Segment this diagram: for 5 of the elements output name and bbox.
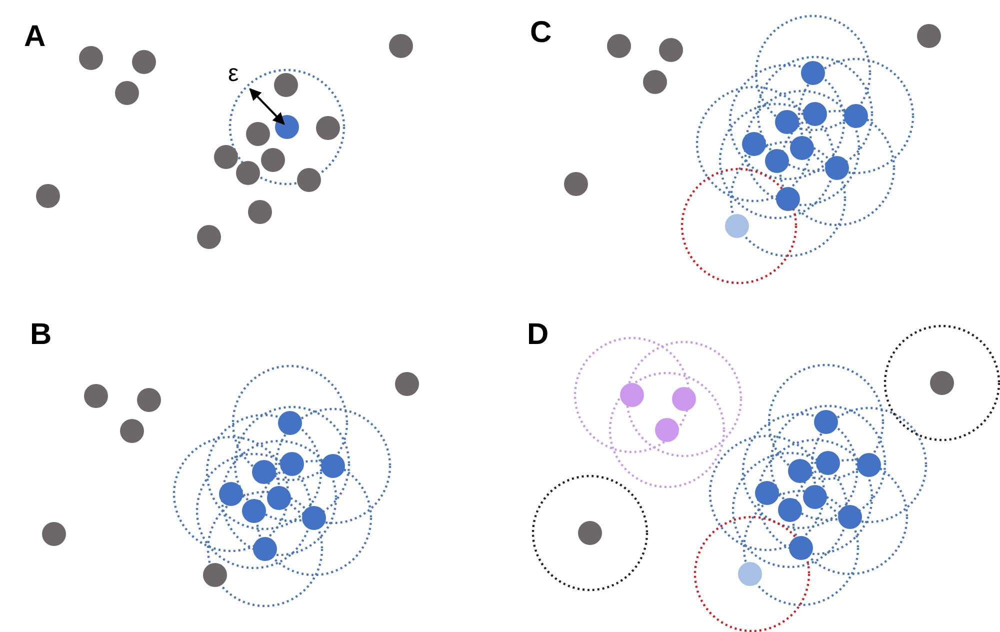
panel-letter: B [30,320,52,350]
panel-letter: C [530,18,552,48]
panel-letter: A [24,22,46,52]
epsilon-symbol: ε [228,62,239,86]
panel-letter: D [527,320,549,350]
